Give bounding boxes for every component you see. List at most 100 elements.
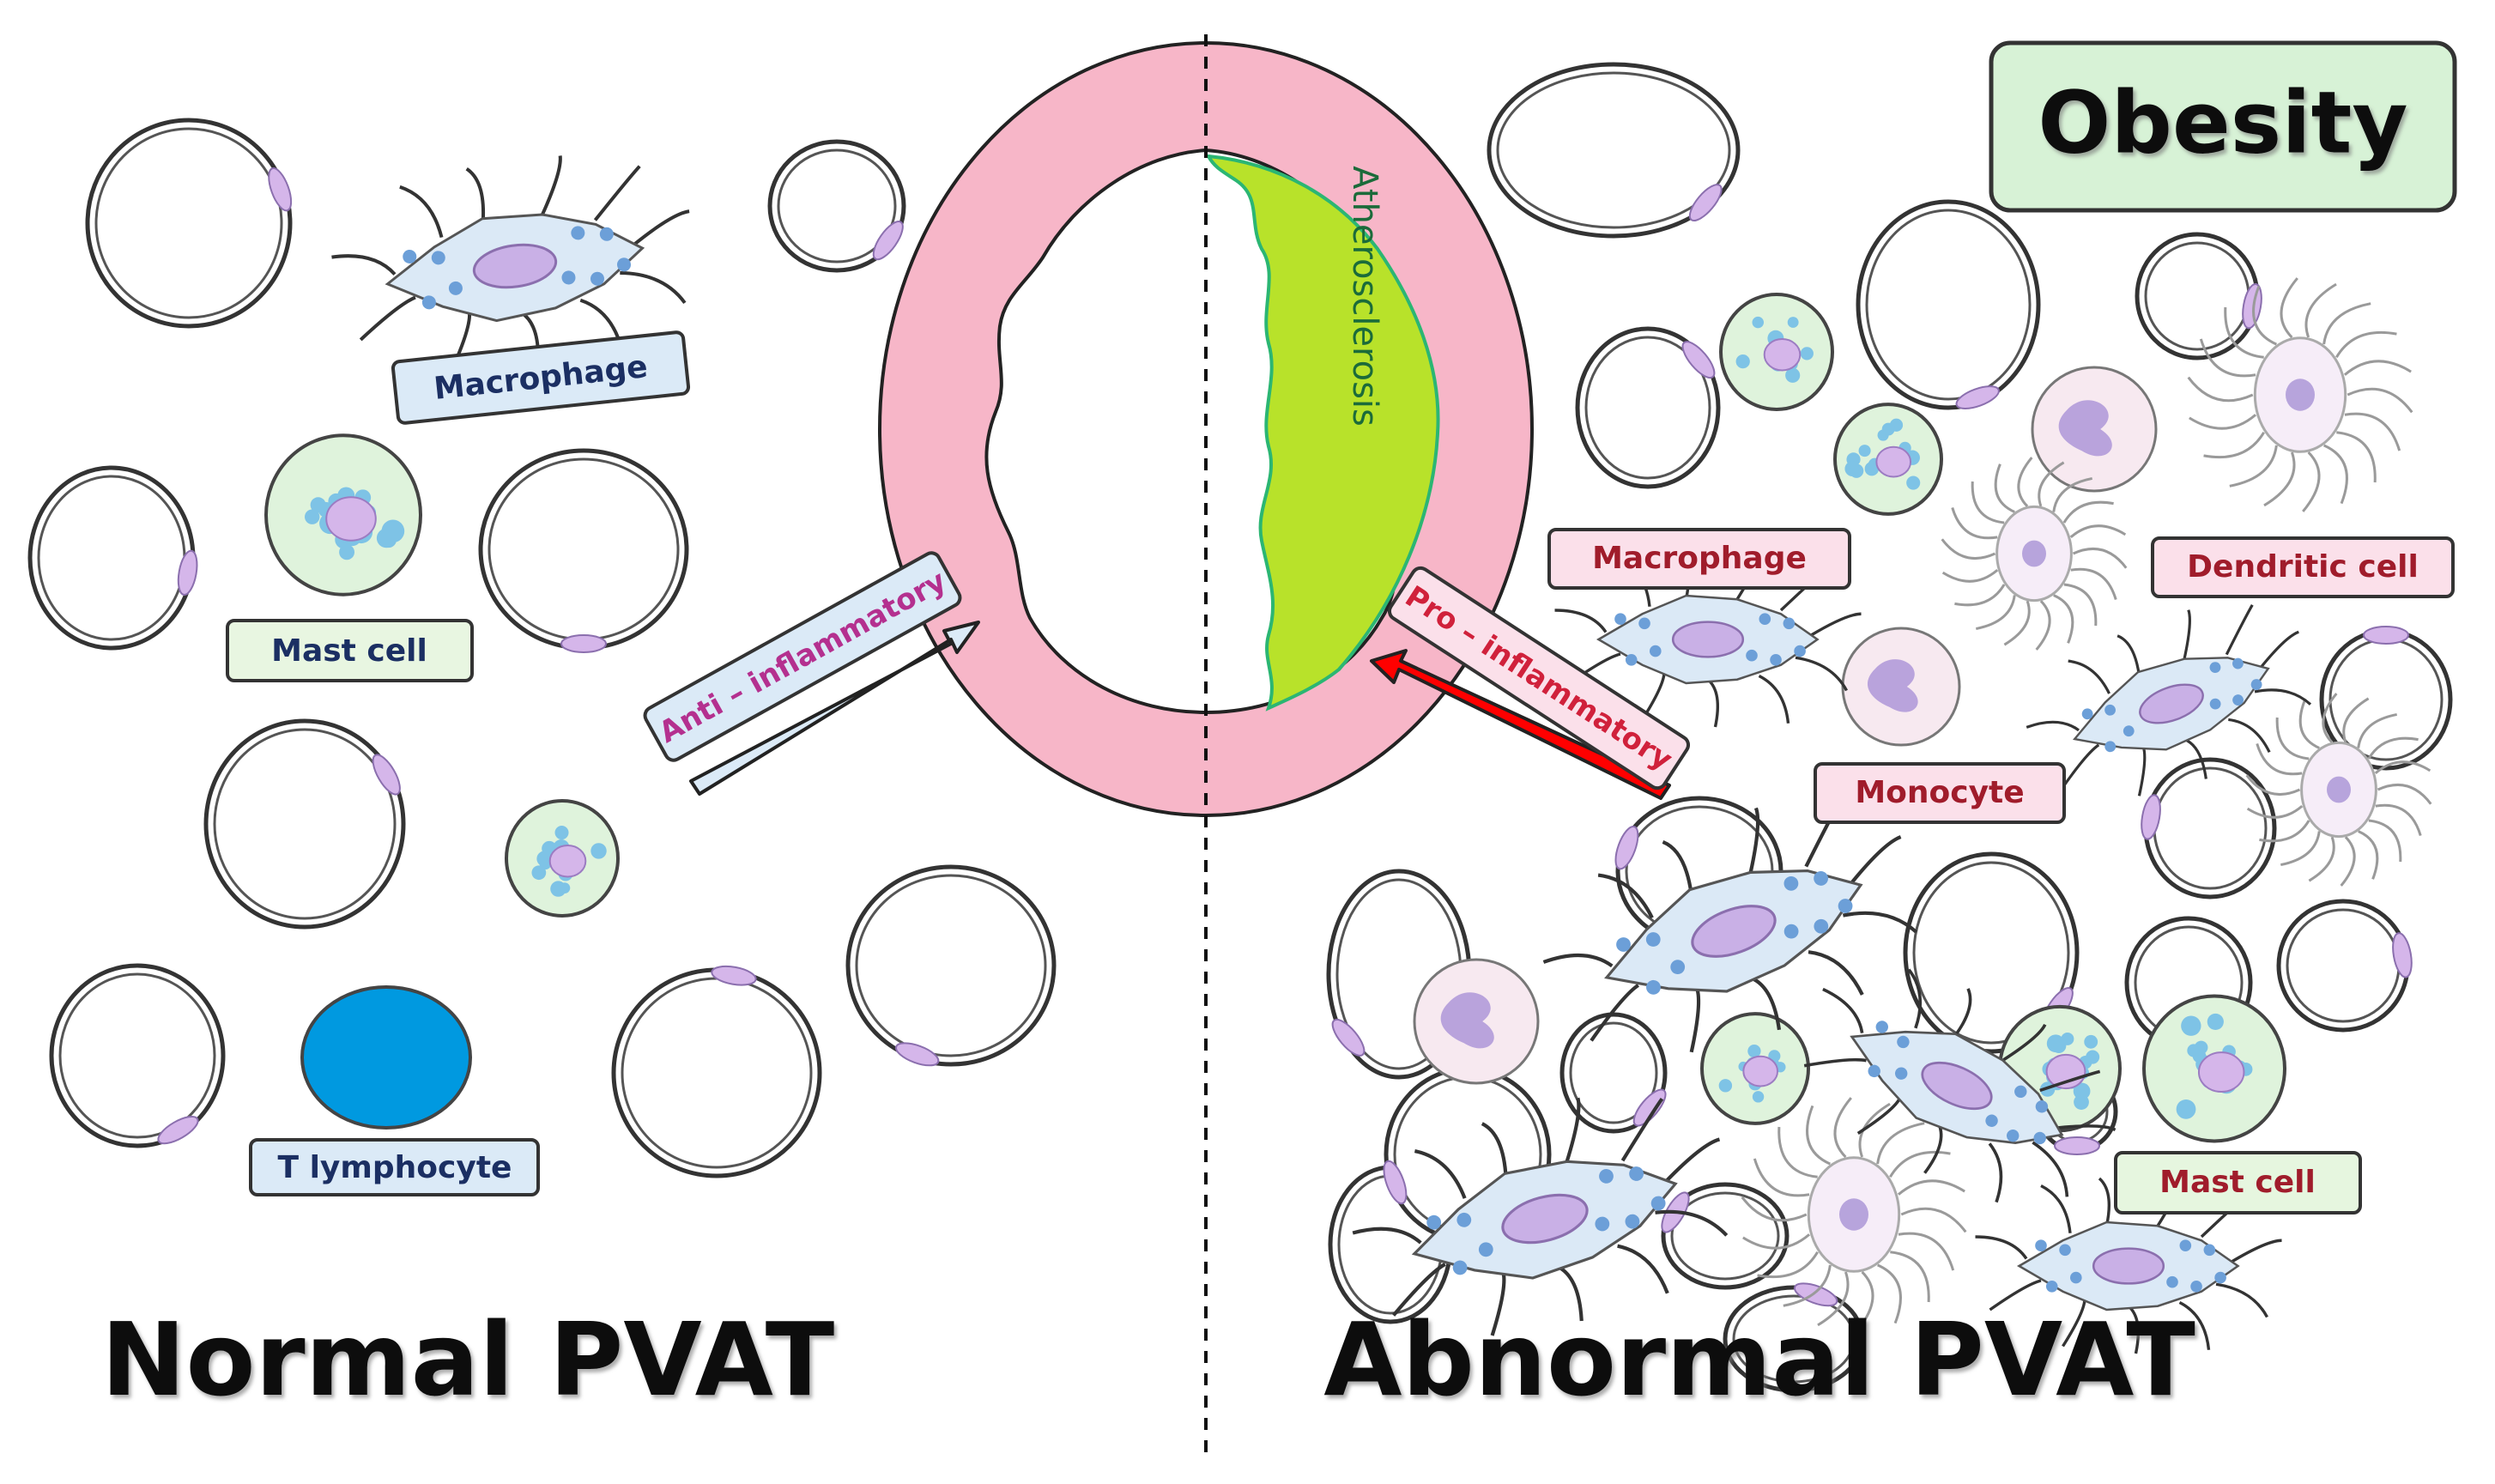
left-panel-title: Normal PVAT [101, 1300, 835, 1419]
granule [2074, 1094, 2089, 1110]
dendrite [2304, 282, 2337, 338]
dendrite [2053, 594, 2074, 644]
dendrite [1941, 538, 1996, 560]
mast-cell-nucleus [1875, 445, 1912, 478]
granule [1897, 1035, 1910, 1049]
monocyte-label-box: Monocyte [1814, 762, 2066, 824]
dendritic-cell [2245, 693, 2432, 887]
granule [2104, 741, 2117, 753]
adipocyte-nucleus [2054, 1136, 2100, 1155]
dendrite [2368, 819, 2402, 863]
granule [2035, 1100, 2049, 1113]
dendrite [1817, 1271, 1850, 1327]
adipocyte-nucleus [1681, 341, 1716, 379]
dendritic-cell [1741, 1097, 1967, 1332]
right-mast-cell-label-box: Mast cell [2114, 1151, 2362, 1214]
granule [539, 857, 552, 870]
granule [1625, 654, 1638, 666]
dendrite [1856, 1270, 1874, 1332]
dendrite [2062, 500, 2114, 524]
pseudopod [1803, 1057, 1867, 1068]
macrophage-nucleus [472, 243, 558, 289]
macrophage-layer [331, 155, 2312, 1354]
granule [561, 270, 576, 285]
adipocyte-nucleus [2363, 626, 2409, 645]
pseudopod [2039, 1069, 2101, 1093]
adipocyte-nucleus [894, 1042, 940, 1067]
dendrite [1741, 1196, 1808, 1222]
pseudopod [593, 165, 641, 221]
monocyte [1413, 958, 1540, 1085]
granule [1616, 937, 1631, 952]
macrophage-nucleus [1501, 1193, 1589, 1245]
granule [2007, 1130, 2020, 1142]
dendrite [1900, 1207, 1967, 1233]
granule [1985, 1114, 1998, 1127]
dendrite [2017, 457, 2033, 507]
plaque-label: Atherosclerosis [1345, 166, 1384, 427]
granule [550, 881, 566, 897]
granule [2232, 694, 2244, 706]
dendritic-cell [2187, 277, 2413, 512]
granule [1770, 654, 1782, 666]
pseudopod [1662, 840, 1693, 894]
left-mast-cell-label-box: Mast cell [226, 619, 474, 682]
pseudopod [1554, 609, 1608, 633]
adipocyte-nucleus [177, 549, 198, 597]
adipocyte-nucleus [560, 634, 607, 653]
granule [1599, 1169, 1614, 1184]
macrophage-nucleus [2139, 683, 2204, 724]
adipocyte-nucleus [1383, 1160, 1408, 1205]
granule [1783, 875, 1799, 891]
dendrite [1897, 1179, 1965, 1196]
dendrite [2298, 700, 2320, 749]
granule [1735, 354, 1750, 369]
granule [1645, 932, 1661, 947]
adipocyte-nucleus [1331, 1018, 1366, 1057]
granule [2059, 1244, 2071, 1257]
pseudopod [1565, 1097, 1581, 1162]
macrophage [1352, 1097, 1729, 1336]
pseudopod [465, 167, 486, 223]
granule [305, 509, 320, 524]
adipocyte-nucleus [711, 965, 757, 986]
granule [1894, 1067, 1908, 1080]
dendritic-cell-label-box: Dendritic cell [2151, 536, 2455, 598]
pseudopod [2225, 604, 2254, 656]
pseudopod [1795, 656, 1848, 692]
pseudopod [1849, 835, 1902, 886]
granule [2209, 698, 2221, 710]
dendrite [1877, 1263, 1902, 1324]
granule [431, 251, 445, 265]
mast-cell-nucleus [1742, 1055, 1779, 1087]
pseudopod [2215, 1282, 2268, 1318]
mast-cell [1700, 1012, 1810, 1125]
right-mast-cell-label: Mast cell [2159, 1165, 2316, 1200]
dendrite [2322, 302, 2371, 345]
pseudopod [1822, 987, 1864, 1033]
granule [2181, 1015, 2201, 1036]
pseudopod [1988, 1142, 2003, 1203]
dendrite [1954, 584, 2006, 607]
adipocyte [85, 118, 293, 329]
granule [2232, 657, 2244, 669]
dendrite [1806, 1105, 1831, 1166]
dendrite [2280, 277, 2298, 339]
pseudopod [2068, 659, 2110, 694]
adipocyte-nucleus [2141, 794, 2161, 840]
pseudopod [1842, 911, 1918, 934]
dendrite [2347, 387, 2413, 414]
adipocyte [478, 448, 689, 653]
dendrite [1941, 569, 1999, 583]
pseudopod [2178, 1300, 2211, 1350]
granule [380, 531, 397, 548]
granule [1718, 1079, 1733, 1093]
granule [1800, 347, 1814, 360]
pseudopod [1706, 678, 1719, 728]
dendrite [1757, 1251, 1819, 1279]
dendrite [2344, 412, 2401, 451]
granule [1452, 1260, 1468, 1275]
dendritic-cell-label: Dendritic cell [2187, 549, 2419, 585]
pseudopod [2032, 1141, 2069, 1197]
